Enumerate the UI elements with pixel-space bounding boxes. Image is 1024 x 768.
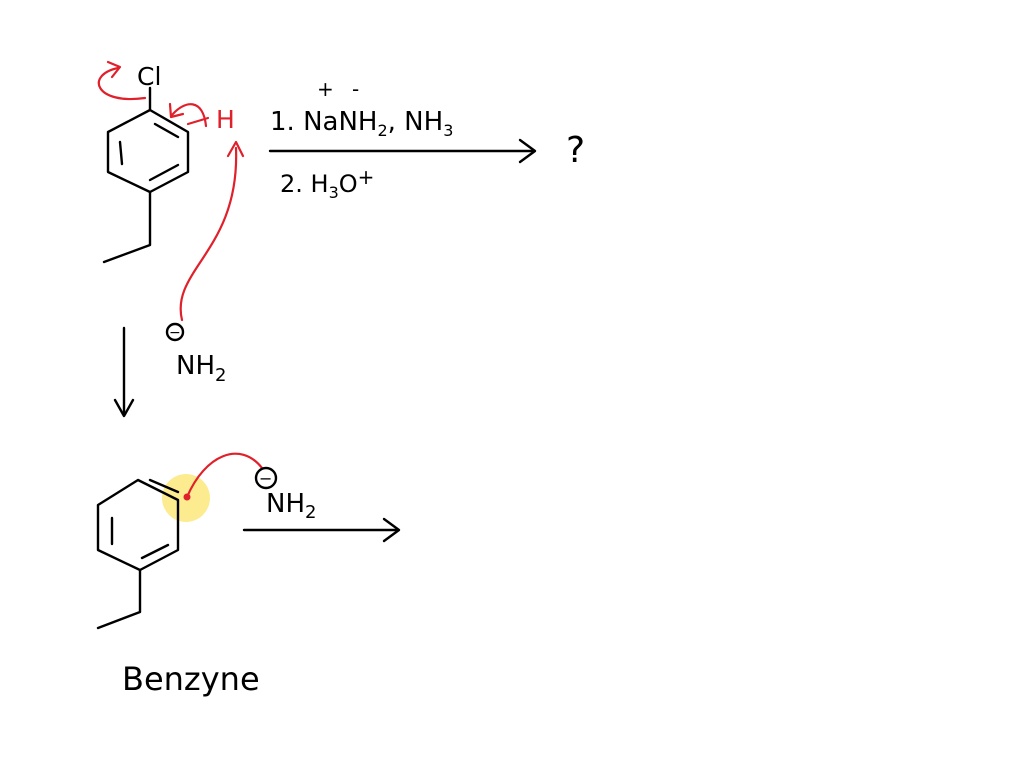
- amide-nucleophile-2: − NH2: [254, 466, 316, 523]
- amide-2-charge-circle: [254, 466, 278, 490]
- reactant-chlorine-label: Cl: [137, 62, 161, 91]
- reactant-molecule: Cl H: [102, 62, 235, 264]
- reaction-arrow-head: [518, 138, 537, 164]
- amide-attack-arrow-head: [226, 140, 245, 158]
- benzyne-extra-bond: [148, 478, 180, 494]
- benzyne-label: Benzyne: [122, 660, 260, 698]
- benzyne-ethyl-group: [96, 568, 142, 630]
- benzyne-attack-arrow: [185, 452, 264, 499]
- reagent-step-2: 2. H3O+: [280, 165, 374, 202]
- amide-1-label: NH2: [176, 351, 226, 386]
- leaving-group-arrow-head: [106, 60, 122, 79]
- reactant-double-bond-bottom: [148, 163, 180, 182]
- reactant-hydrogen-label: H: [216, 105, 235, 134]
- amide-2-label: NH2: [266, 489, 316, 523]
- reactant-double-bond-left: [118, 140, 124, 166]
- benzyne-inner-bond-bottom: [140, 543, 170, 560]
- amide-nucleophile-1: − NH2: [165, 322, 226, 386]
- c-h-bond-arrow-head: [168, 102, 185, 119]
- leaving-group-arrow: [97, 66, 147, 101]
- reagent-step-1: 1. NaNH2, NH3: [270, 107, 453, 140]
- mechanism-arrows-reactant: [97, 60, 245, 322]
- amide-1-charge-circle: [165, 322, 185, 342]
- benzyne-ring: [96, 478, 180, 572]
- amide-2-charge: −: [259, 469, 272, 488]
- down-arrow-head: [113, 398, 135, 418]
- reactant-ethyl-group: [102, 190, 152, 264]
- c-h-bond-arrow: [170, 103, 208, 128]
- benzyne-molecule: [96, 452, 264, 630]
- unknown-product-label: ?: [566, 130, 585, 171]
- second-reaction-arrow: [242, 517, 401, 543]
- reaction-arrow-group: 1. NaNH2, NH3 + - 2. H3O+ ?: [268, 77, 585, 202]
- down-arrow-group: [113, 326, 135, 418]
- amide-1-charge: −: [169, 325, 181, 341]
- amide-charge-label: -: [352, 77, 359, 101]
- second-arrow-head: [382, 517, 401, 543]
- reactant-double-bond-top: [153, 122, 180, 139]
- sodium-charge-label: +: [317, 77, 334, 101]
- amide-attack-arrow: [179, 146, 238, 322]
